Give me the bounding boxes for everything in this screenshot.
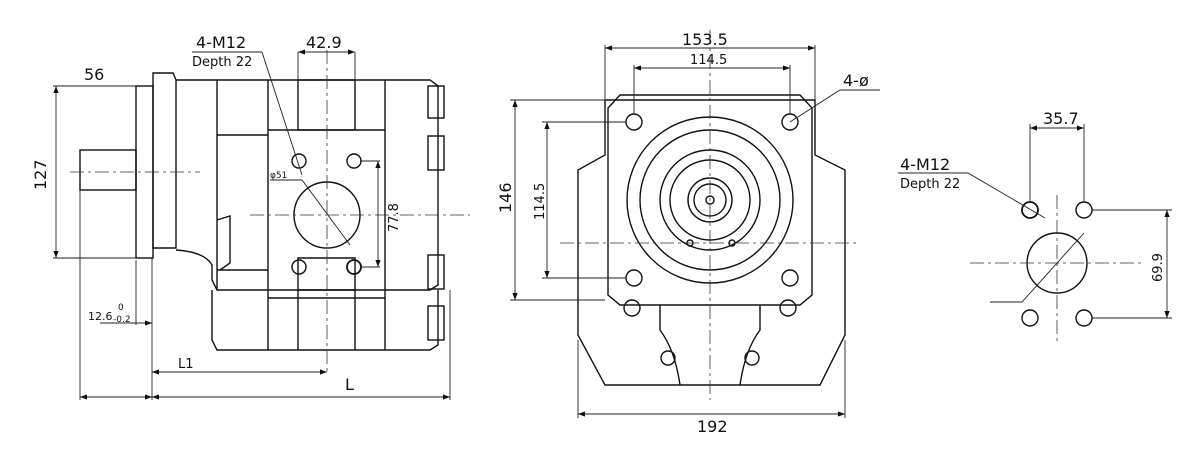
dim-l: L xyxy=(345,375,354,394)
dim-146: 146 xyxy=(496,182,515,213)
dim-l1: L1 xyxy=(178,357,194,372)
dim-56: 56 xyxy=(84,65,104,84)
bolt-head xyxy=(427,305,445,341)
port-view: 35.7 4-M12 Depth 22 69.9 xyxy=(898,109,1172,345)
front-view: 153.5 114.5 4-ø 146 114.5 192 xyxy=(496,30,880,436)
port-thread-label: 4-M12 xyxy=(900,155,950,174)
shaft xyxy=(79,149,137,191)
port-depth-label: Depth 22 xyxy=(900,177,960,192)
port-dim-35-7: 35.7 xyxy=(1043,109,1079,128)
pump-body xyxy=(175,79,439,291)
dim-phi51: φ51 xyxy=(270,171,287,181)
dim-127: 127 xyxy=(31,159,50,190)
tol-lower: -0.2 xyxy=(113,315,131,325)
bolt-head xyxy=(427,135,445,171)
side-thread-label: 4-M12 xyxy=(196,33,246,52)
mount-holes-label: 4-ø xyxy=(843,71,869,90)
side-view: 4-M12 Depth 22 42.9 56 127 φ51 77.8 12.6… xyxy=(31,33,470,400)
spline-shaft xyxy=(687,177,733,223)
dim-12-6: 12.6 xyxy=(88,310,113,323)
tol-upper: 0 xyxy=(118,303,124,313)
dim-42-9: 42.9 xyxy=(306,33,342,52)
dim-114-5-h: 114.5 xyxy=(690,53,727,68)
dim-114-5-v: 114.5 xyxy=(533,183,548,220)
dim-153-5: 153.5 xyxy=(682,30,728,49)
side-depth-label: Depth 22 xyxy=(192,55,252,70)
dim-192: 192 xyxy=(697,417,728,436)
bolt-head xyxy=(427,85,445,119)
front-plate xyxy=(152,72,177,249)
mount-flange xyxy=(607,94,813,306)
dim-77-8: 77.8 xyxy=(387,203,402,232)
port-dim-69-9: 69.9 xyxy=(1151,253,1166,282)
bolt-head xyxy=(427,254,445,290)
front-body xyxy=(577,99,846,386)
